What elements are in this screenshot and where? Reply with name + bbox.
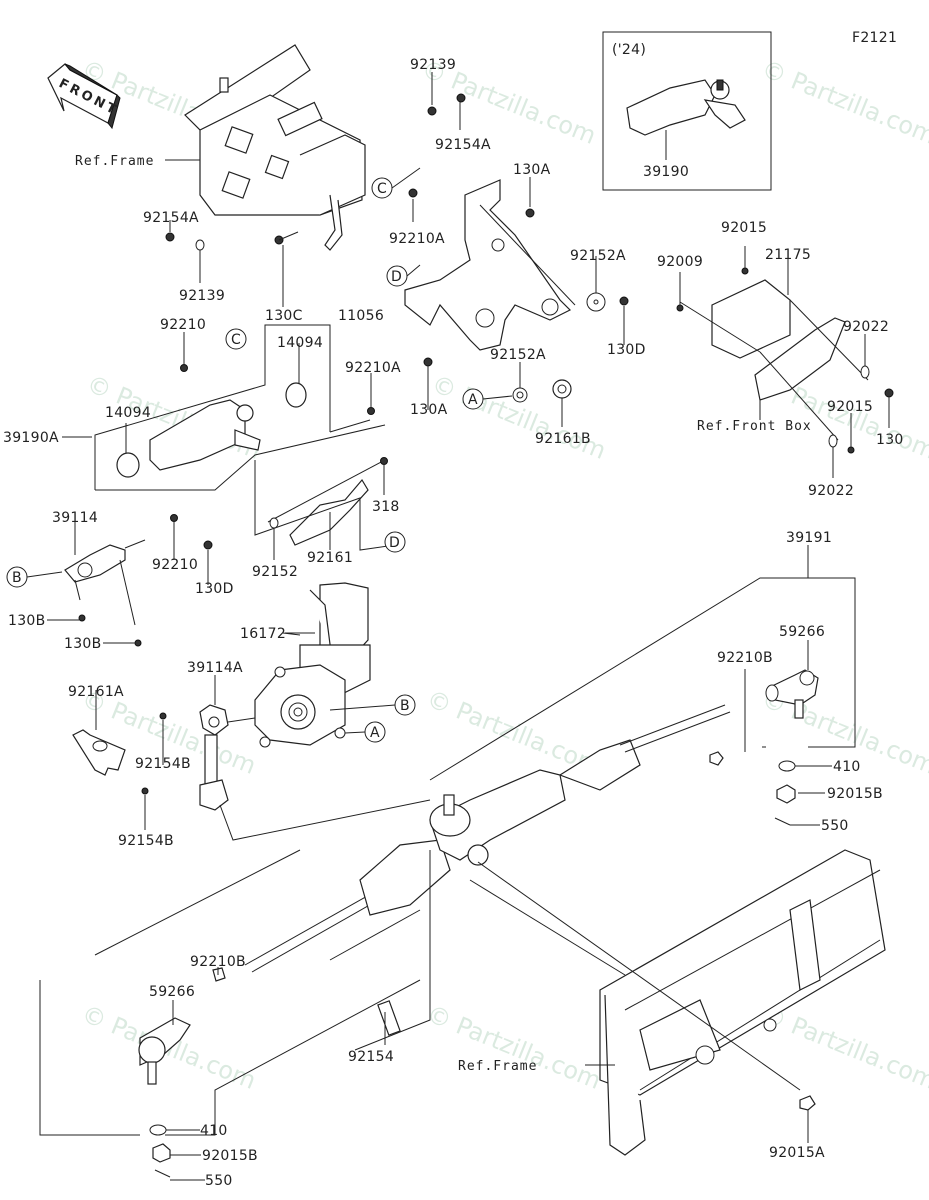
part-label: 92139 [179,288,225,304]
tie-rod-end-left-drawing [138,1017,191,1085]
watermark: © Partzilla.com [758,55,929,150]
ref-frame-bottom-label: Ref.Frame [458,1059,537,1074]
callout-marker-c-upper: C [371,177,393,199]
lower-frame-drawing [477,849,886,1156]
part-label: 59266 [149,984,195,1000]
part-label: 92210B [717,650,773,666]
part-label: 130D [195,581,234,597]
part-label: 92152 [252,564,298,580]
steering-column-drawing [94,324,386,491]
watermark: © Partzilla.com [428,370,610,465]
svg-text:A: A [468,392,478,408]
part-label: 16172 [240,626,286,642]
part-label: 59266 [779,624,825,640]
part-label: 130D [607,342,646,358]
svg-text:A: A [370,725,380,741]
watermark: © Partzilla.com [423,1000,605,1095]
part-label: 130B [8,613,46,629]
callout-marker-a-unit: A [364,721,386,743]
part-label: 130B [64,636,102,652]
part-label: 39190A [3,430,59,446]
part-label: 92210A [389,231,445,247]
part-label: 550 [205,1173,233,1189]
part-label: 92015B [827,786,883,802]
part-label: 410 [200,1123,228,1139]
svg-text:D: D [389,535,400,551]
svg-text:C: C [377,181,387,197]
part-label: 130A [410,402,448,418]
part-label: 92154A [435,137,491,153]
inset-box-2024: ('24) 39190 [602,31,772,191]
part-label: 14094 [105,405,151,421]
callout-marker-d-lower: D [384,531,406,553]
part-label: 39114 [52,510,98,526]
part-label: 92152A [490,347,546,363]
part-label: 92015 [827,399,873,415]
part-label: 410 [833,759,861,775]
fasteners [78,93,894,1178]
watermark: © Partzilla.com [758,1000,929,1095]
part-label: 92161A [68,684,124,700]
part-label: 130C [265,308,303,324]
part-label: 14094 [277,335,323,351]
part-labels: 92139 92154A 130A 92210A 92154A 92139 13… [3,57,904,1189]
part-label: 39191 [786,530,832,546]
figure-code: F2121 [852,30,897,46]
part-label: 92161B [535,431,591,447]
part-label: 92161 [307,550,353,566]
part-label: 92210A [345,360,401,376]
steering-rack-drawing [39,704,731,1136]
part-label: 92152A [570,248,626,264]
part-label: 92015B [202,1148,258,1164]
leader-lines [47,72,890,1181]
svg-text:B: B [12,570,22,586]
part-label: 130 [876,432,904,448]
part-label: 92154B [135,756,191,772]
assembly-39191-bracket [429,577,856,781]
part-label: 11056 [338,308,384,324]
callout-marker-d-upper: D [386,265,408,287]
front-box-drawing [679,279,869,441]
bracket-11056-drawing [404,179,576,351]
part-label: 92210 [152,557,198,573]
part-label: 92154A [143,210,199,226]
part-label: 92210B [190,954,246,970]
eps-unit-16172-drawing [254,582,371,748]
part-label: 318 [372,499,400,515]
inset-year-label: ('24) [612,42,646,58]
callout-markers: C D C A D B B A [6,167,513,743]
part-label: 92210 [160,317,206,333]
part-label: 92154B [118,833,174,849]
ref-front-box-label: Ref.Front Box [697,419,812,434]
part-label: 92139 [410,57,456,73]
part-label: 92009 [657,254,703,270]
u-joint-39114-drawing [64,539,146,626]
callout-marker-b-left: B [6,566,28,588]
svg-text:C: C [231,332,241,348]
callout-marker-c-column: C [225,328,247,350]
ref-frame-top-label: Ref.Frame [75,154,154,169]
part-label: 39114A [187,660,243,676]
svg-text:D: D [391,269,402,285]
part-label: 92022 [808,483,854,499]
shaft-92161-drawing [254,459,396,551]
part-label: 92022 [843,319,889,335]
part-label: 92015 [721,220,767,236]
intermediate-shaft-39114A-drawing [199,704,431,841]
part-label-39190: 39190 [643,164,689,180]
svg-text:B: B [400,698,410,714]
callout-marker-b-unit: B [394,694,416,716]
tie-rod-end-right-drawing [765,669,819,719]
part-label: 92015A [769,1145,825,1161]
callout-marker-a-upper: A [462,388,484,410]
part-label: 130A [513,162,551,178]
part-label: 550 [821,818,849,834]
part-label: 92154 [348,1049,394,1065]
upper-frame-drawing [165,44,366,251]
plate-92161A-drawing [72,729,126,776]
part-label: 21175 [765,247,811,263]
